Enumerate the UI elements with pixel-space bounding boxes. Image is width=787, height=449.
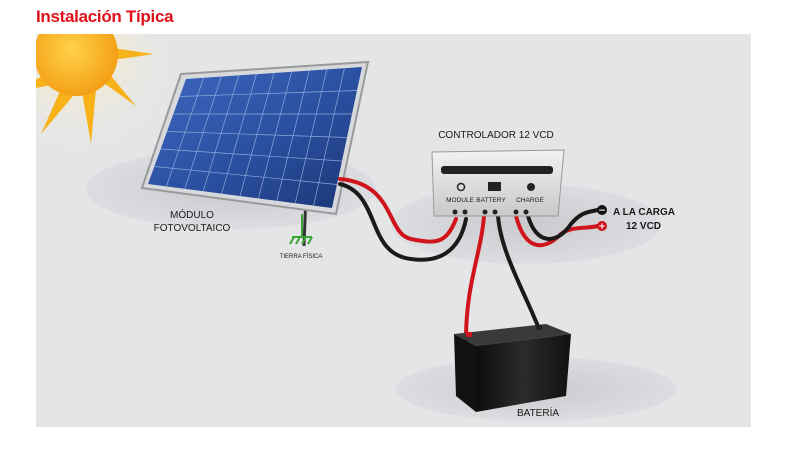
terminal-module-label: MODULE xyxy=(446,197,474,204)
ground-icon xyxy=(289,214,313,245)
load-terminals: − + xyxy=(597,205,607,232)
controller-label: CONTROLADOR 12 VCD xyxy=(438,130,554,141)
panel-label-line1: MÓDULO xyxy=(170,208,214,221)
diagram-svg: MODULE BATTERY CHARGE − + MÓDULO FOTOVOL… xyxy=(36,34,676,421)
panel-label-line2: FOTOVOLTAICO xyxy=(154,223,231,234)
bulb-small-icon xyxy=(527,183,535,191)
battery xyxy=(454,324,571,412)
battery-label: BATERÍA xyxy=(517,406,559,419)
installation-diagram: MODULE BATTERY CHARGE − + MÓDULO FOTOVOL… xyxy=(36,34,751,427)
load-label-line2: 12 VCD xyxy=(626,221,661,232)
ground-label: TIERRA FÍSICA xyxy=(280,253,323,260)
plus-symbol: + xyxy=(598,222,606,232)
solar-panel xyxy=(140,60,370,247)
page-title: Instalación Típica xyxy=(36,7,174,26)
minus-symbol: − xyxy=(598,206,606,216)
terminal-charge-label: CHARGE xyxy=(516,197,544,204)
load-label-line1: A LA CARGA xyxy=(613,207,675,218)
terminal-battery-label: BATTERY xyxy=(476,197,506,204)
sun-small-icon xyxy=(456,182,466,192)
wiring xyxy=(338,177,600,341)
sun-icon xyxy=(36,34,186,164)
charge-controller: MODULE BATTERY CHARGE xyxy=(431,149,565,217)
battery-small-icon xyxy=(488,182,501,191)
